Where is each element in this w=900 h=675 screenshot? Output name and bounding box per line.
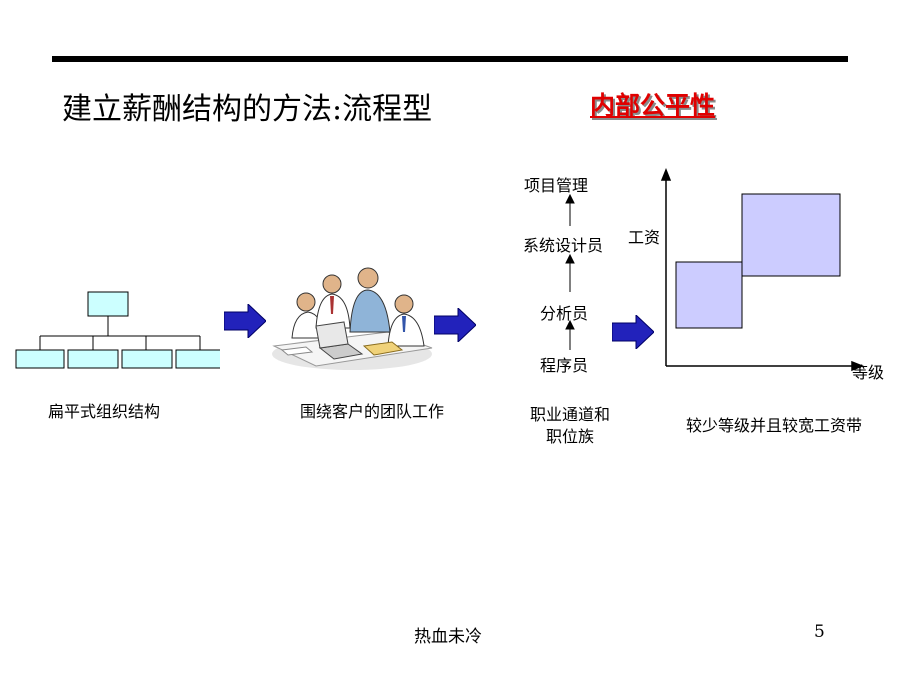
right-arrow-icon: [612, 315, 654, 349]
flat-org-chart: [15, 291, 220, 369]
ladder-caption: 职业通道和 职位族: [520, 404, 620, 448]
ladder-caption-line-1: 职业通道和: [529, 405, 610, 424]
up-arrow-head-icon: [565, 253, 575, 264]
y-axis-arrow-icon: [660, 168, 672, 181]
right-arrow-icon: [224, 304, 266, 338]
org-box-1: [15, 349, 65, 369]
ladder-level-project-mgmt: 项目管理: [524, 176, 589, 195]
pay-axis-x-label: 等级: [852, 363, 885, 382]
up-arrow-head-icon: [565, 194, 575, 204]
title-rule: [52, 56, 848, 62]
org-box-top: [87, 291, 129, 317]
pay-band-chart: [660, 168, 864, 372]
pay-axis-y-label: 工资: [628, 228, 661, 247]
org-chart-caption: 扁平式组织结构: [48, 402, 161, 421]
slide-title: 建立薪酬结构的方法:流程型: [62, 92, 433, 127]
ladder-level-system-designer: 系统设计员: [523, 236, 604, 255]
slide-subtitle: 内部公平性: [590, 91, 716, 120]
org-box-2: [67, 349, 119, 369]
ladder-level-programmer: 程序员: [540, 356, 589, 375]
pay-band-high: [741, 193, 841, 277]
x-axis-arrow-icon: [851, 360, 864, 372]
team-caption: 围绕客户的团队工作: [300, 402, 445, 421]
footer-text: 热血未冷: [414, 627, 482, 647]
org-box-3: [121, 349, 173, 369]
pay-chart-caption: 较少等级并且较宽工资带: [686, 416, 863, 435]
org-box-4: [175, 349, 220, 369]
right-arrow-icon: [434, 308, 476, 342]
ladder-caption-line-2: 职位族: [545, 427, 594, 446]
ladder-connectors: [565, 194, 575, 350]
page-number: 5: [814, 622, 825, 642]
pay-band-low: [675, 261, 743, 329]
up-arrow-head-icon: [565, 319, 575, 330]
ladder-level-analyst: 分析员: [540, 304, 589, 323]
team-meeting-illustration: [272, 267, 433, 370]
